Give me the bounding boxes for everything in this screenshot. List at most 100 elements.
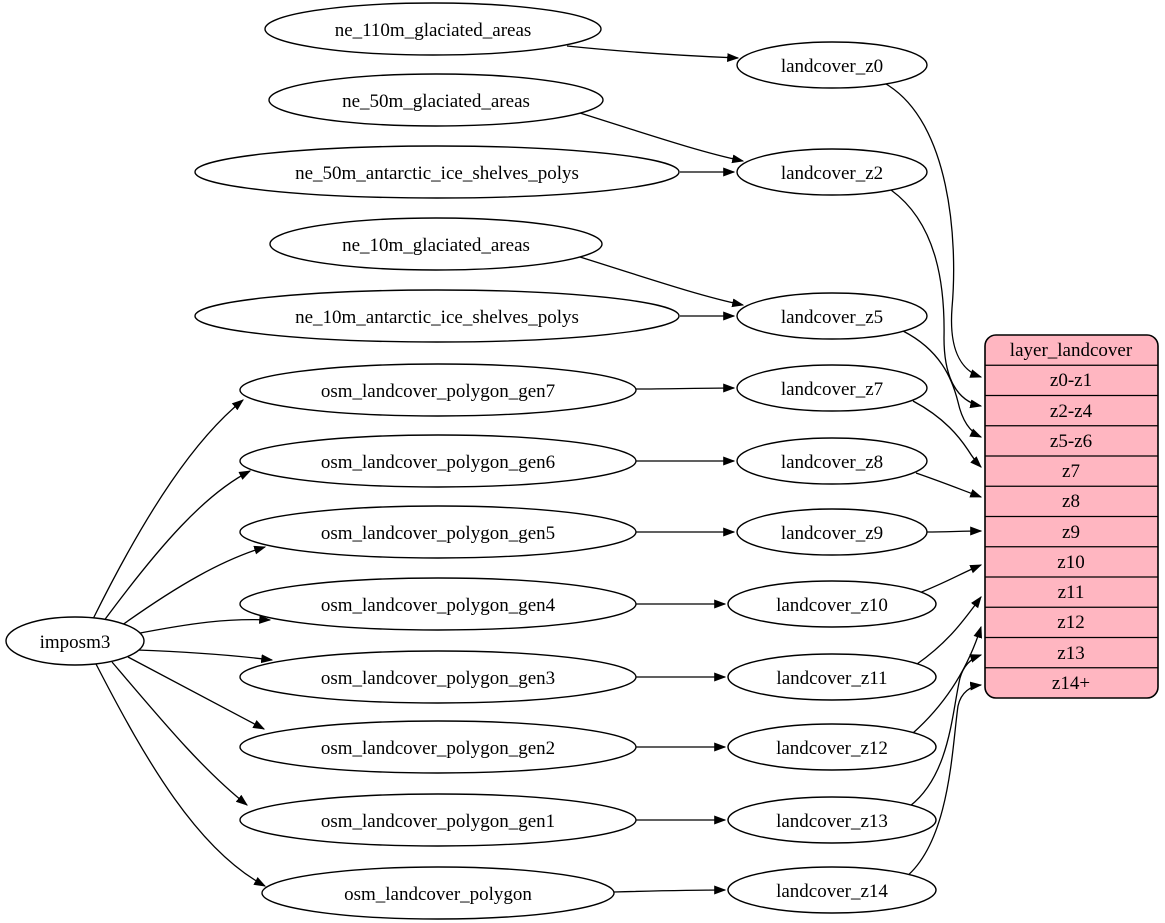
node-imposm3: imposm3 <box>5 616 145 666</box>
node-ne_10m_glaciated_areas: ne_10m_glaciated_areas <box>269 217 603 271</box>
osm_landcover_polygon_gen3-ellipse <box>239 650 637 704</box>
landcover_z13-label: landcover_z13 <box>776 811 888 832</box>
edge-imposm3--osm_landcover_polygon <box>95 663 267 887</box>
osm_landcover_polygon-ellipse <box>261 866 615 920</box>
landcover_z14-label: landcover_z14 <box>776 881 888 902</box>
record-row-z9: z9 <box>1062 522 1080 543</box>
edge-imposm3--osm_landcover_polygon_gen1 <box>111 661 248 806</box>
ne_50m_antarctic_ice_shelves_polys-label: ne_50m_antarctic_ice_shelves_polys <box>295 163 579 184</box>
ne_110m_glaciated_areas-ellipse <box>264 2 602 56</box>
node-landcover_z5: landcover_z5 <box>736 292 928 340</box>
landcover_z12-label: landcover_z12 <box>776 738 888 759</box>
node-landcover_z2: landcover_z2 <box>736 148 928 196</box>
record-row-z10: z10 <box>1057 552 1084 573</box>
record-row-z12: z12 <box>1057 612 1084 633</box>
edge-group-imposm3 <box>92 399 274 887</box>
osm_landcover_polygon_gen2-ellipse <box>239 720 637 774</box>
edge-landcover_z5--row-z5-z6 <box>902 330 983 438</box>
landcover_z8-ellipse <box>736 437 928 485</box>
ne_10m_glaciated_areas-label: ne_10m_glaciated_areas <box>342 235 530 256</box>
osm_landcover_polygon_gen6-label: osm_landcover_polygon_gen6 <box>321 452 555 473</box>
edge-imposm3--osm_landcover_polygon_gen7 <box>92 399 244 620</box>
osm_landcover_polygon_gen4-ellipse <box>239 577 637 631</box>
record-row-z13: z13 <box>1057 643 1084 664</box>
landcover_z8-label: landcover_z8 <box>781 452 883 473</box>
node-landcover_z0: landcover_z0 <box>736 41 928 89</box>
node-landcover_z9: landcover_z9 <box>736 508 928 556</box>
landcover_z0-label: landcover_z0 <box>781 56 883 77</box>
landcover_z14-ellipse <box>727 866 937 914</box>
node-osm_landcover_polygon_gen2: osm_landcover_polygon_gen2 <box>239 720 637 774</box>
osm_landcover_polygon_gen1-label: osm_landcover_polygon_gen1 <box>321 811 555 832</box>
edge-imposm3--osm_landcover_polygon_gen4 <box>134 615 272 635</box>
osm_landcover_polygon_gen5-ellipse <box>239 505 637 559</box>
edge-imposm3--osm_landcover_polygon_gen3 <box>136 649 274 664</box>
landcover_z9-ellipse <box>736 508 928 556</box>
record-row-z7: z7 <box>1062 461 1080 482</box>
edge-group-record <box>885 83 983 878</box>
landcover_z0-ellipse <box>736 41 928 89</box>
osm_landcover_polygon_gen3-label: osm_landcover_polygon_gen3 <box>321 668 555 689</box>
node-landcover_z14: landcover_z14 <box>727 866 937 914</box>
node-osm_landcover_polygon_gen6: osm_landcover_polygon_gen6 <box>239 434 637 488</box>
landcover_z5-label: landcover_z5 <box>781 307 883 328</box>
edge-osm_landcover_polygon_gen7--landcover_z7 <box>635 383 736 393</box>
edge-landcover_z0--row-z0-z1 <box>885 83 983 378</box>
landcover_z9-label: landcover_z9 <box>781 523 883 544</box>
landcover_z2-ellipse <box>736 148 928 196</box>
osm_landcover_polygon-label: osm_landcover_polygon <box>344 884 532 905</box>
edge-ne_110m_glaciated_areas--landcover_z0 <box>566 45 740 62</box>
node-osm_landcover_polygon_gen4: osm_landcover_polygon_gen4 <box>239 577 637 631</box>
ne_50m_antarctic_ice_shelves_polys-ellipse <box>194 145 680 199</box>
landcover_z11-ellipse <box>727 653 937 701</box>
node-osm_landcover_polygon: osm_landcover_polygon <box>261 866 615 920</box>
edge-imposm3--osm_landcover_polygon_gen6 <box>102 470 252 623</box>
node-landcover_z11: landcover_z11 <box>727 653 937 701</box>
edge-landcover_z2--row-z2-z4 <box>890 189 983 409</box>
landcover_z10-label: landcover_z10 <box>776 595 888 616</box>
edge-osm_landcover_polygon--landcover_z14 <box>613 885 727 895</box>
edge-landcover_z8--row-z8 <box>915 472 983 498</box>
ne_50m_glaciated_areas-label: ne_50m_glaciated_areas <box>342 91 530 112</box>
edge-landcover_z10--row-z10 <box>918 564 983 594</box>
landcover_z10-ellipse <box>727 580 937 628</box>
node-landcover_z7: landcover_z7 <box>736 364 928 412</box>
edge-landcover_z14--row-z14plus <box>905 681 983 878</box>
osm_landcover_polygon_gen6-ellipse <box>239 434 637 488</box>
record-row-z0-z1: z0-z1 <box>1050 370 1092 391</box>
node-landcover_z12: landcover_z12 <box>727 723 937 771</box>
landcover_z5-ellipse <box>736 292 928 340</box>
landcover_z7-ellipse <box>736 364 928 412</box>
edge-landcover_z11--row-z11 <box>916 596 982 665</box>
layer_landcover-title: layer_landcover <box>1010 340 1133 361</box>
edge-imposm3--osm_landcover_polygon_gen5 <box>117 545 267 629</box>
ne_10m_antarctic_ice_shelves_polys-label: ne_10m_antarctic_ice_shelves_polys <box>295 307 579 328</box>
ne_10m_antarctic_ice_shelves_polys-ellipse <box>194 289 680 343</box>
node-landcover_z10: landcover_z10 <box>727 580 937 628</box>
edge-imposm3--osm_landcover_polygon_gen2 <box>127 656 266 730</box>
ne_50m_glaciated_areas-ellipse <box>268 73 604 127</box>
edge-landcover_z9--row-z9 <box>926 526 983 536</box>
edge-landcover_z7--row-z7 <box>912 400 982 468</box>
node-landcover_z13: landcover_z13 <box>727 796 937 844</box>
node-osm_landcover_polygon_gen1: osm_landcover_polygon_gen1 <box>239 793 637 847</box>
edge-ne_10m_glaciated_areas--landcover_z5 <box>579 256 745 308</box>
node-osm_landcover_polygon_gen5: osm_landcover_polygon_gen5 <box>239 505 637 559</box>
node-osm_landcover_polygon_gen3: osm_landcover_polygon_gen3 <box>239 650 637 704</box>
record-row-z5-z6: z5-z6 <box>1050 431 1092 452</box>
landcover_z12-ellipse <box>727 723 937 771</box>
record-row-z11: z11 <box>1058 582 1085 603</box>
osm_landcover_polygon_gen5-label: osm_landcover_polygon_gen5 <box>321 523 555 544</box>
landcover_z11-label: landcover_z11 <box>776 668 887 689</box>
ne_110m_glaciated_areas-label: ne_110m_glaciated_areas <box>335 20 532 41</box>
landcover_z13-ellipse <box>727 796 937 844</box>
osm_landcover_polygon_gen7-ellipse <box>239 363 637 417</box>
imposm3-label: imposm3 <box>40 632 111 653</box>
node-ne_50m_glaciated_areas: ne_50m_glaciated_areas <box>268 73 604 127</box>
edge-ne_50m_glaciated_areas--landcover_z2 <box>579 112 745 164</box>
osm_landcover_polygon_gen1-ellipse <box>239 793 637 847</box>
edge-group-sources <box>566 45 745 895</box>
osm_landcover_polygon_gen7-label: osm_landcover_polygon_gen7 <box>321 381 555 402</box>
node-landcover_z8: landcover_z8 <box>736 437 928 485</box>
